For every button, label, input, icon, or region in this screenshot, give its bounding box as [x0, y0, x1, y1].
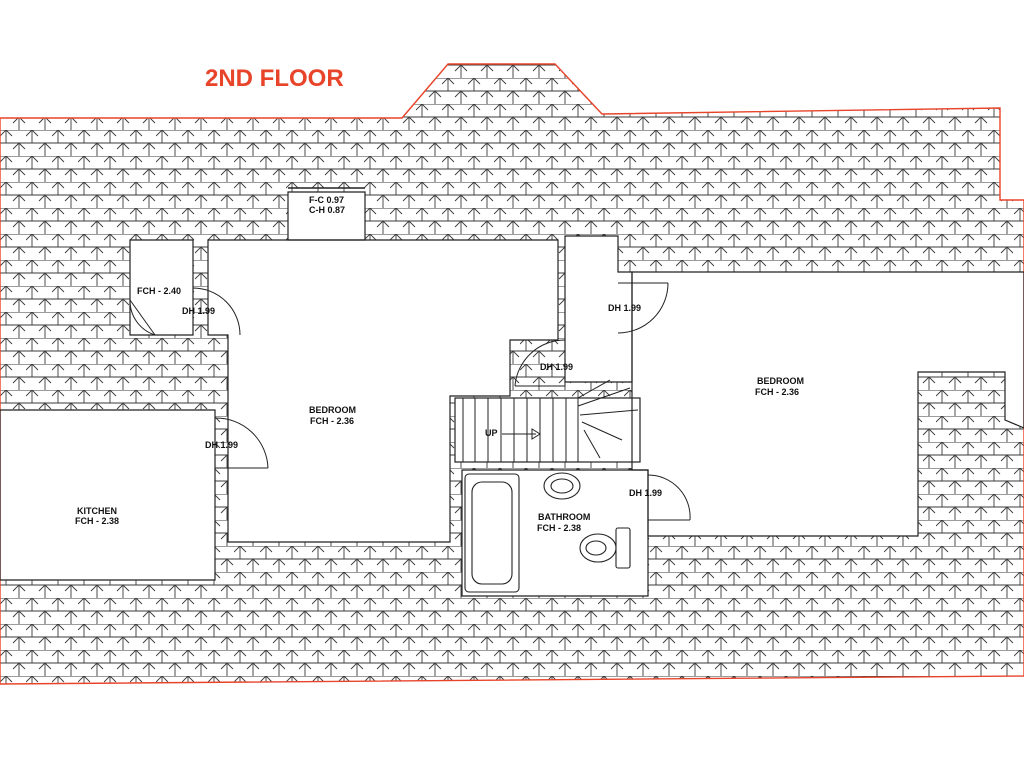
cupboard-dh-label: DH 1.99 — [182, 306, 215, 316]
staircase — [454, 379, 641, 463]
bedroom-right-name-label: BEDROOM — [757, 376, 804, 386]
bathroom-dh-label: DH 1.99 — [629, 488, 662, 498]
bathroom-fch-label: FCH - 2.38 — [537, 523, 581, 533]
bathroom-fixtures — [464, 472, 631, 593]
kitchen-name-label: KITCHEN — [77, 506, 117, 516]
door-cupboard-outer — [192, 287, 241, 336]
door-bathroom — [647, 474, 691, 521]
ch-label: C-H 0.87 — [309, 205, 345, 215]
bedroom-left-name-label: BEDROOM — [309, 405, 356, 415]
door-cupboard-inner — [129, 299, 156, 336]
door-kitchen — [214, 417, 269, 469]
kitchen-walls — [0, 409, 216, 581]
closet-dh-label: DH 1.99 — [608, 303, 641, 313]
door-closet — [617, 282, 669, 334]
stairs-up-label: UP — [485, 428, 498, 438]
roof-area — [0, 63, 1024, 685]
kitchen-dh-label: DH 1.99 — [205, 440, 238, 450]
bedroom-right-fch-label: FCH - 2.36 — [755, 387, 799, 397]
building-outline — [0, 63, 1024, 685]
door-landing — [514, 339, 566, 387]
landing-dh-label: DH 1.99 — [540, 362, 573, 372]
toilet-cistern — [615, 527, 631, 569]
kitchen-fch-label: FCH - 2.38 — [75, 516, 119, 526]
floor-title: 2ND FLOOR — [205, 65, 344, 92]
bathroom-name-label: BATHROOM — [538, 512, 590, 522]
bedroom-left-walls — [207, 239, 559, 543]
bathroom-walls — [461, 469, 649, 597]
cupboard-fch-label: FCH - 2.40 — [137, 286, 181, 296]
fc-label: F-C 0.97 — [309, 195, 344, 205]
doors — [129, 282, 691, 521]
bedroom-left-fch-label: FCH - 2.36 — [310, 416, 354, 426]
alcove-walls — [287, 191, 366, 241]
